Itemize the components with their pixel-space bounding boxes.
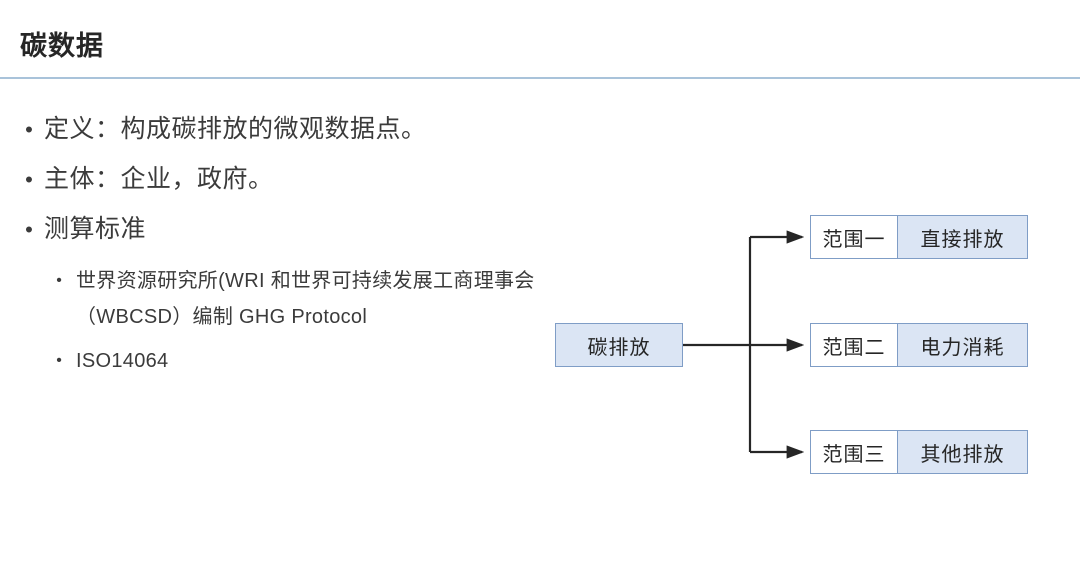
list-item-label: 测算标准 [44, 215, 147, 243]
diagram-node-source-label: 碳排放 [556, 324, 682, 366]
sub-list-item: • 世界资源研究所(WRI 和世界可持续发展工商理事会（WBCSD）编制 GHG… [42, 263, 634, 335]
scope-2-name: 范围二 [811, 324, 898, 366]
scope-1-name: 范围一 [811, 216, 898, 258]
list-item: • 主体：企业，政府。 [14, 163, 634, 196]
title-divider [0, 77, 1080, 79]
content-list: • 定义：构成碳排放的微观数据点。 • 主体：企业，政府。 • 测算标准 • 世… [14, 113, 634, 387]
bullet-marker-icon: • [25, 167, 33, 192]
scope-1-value: 直接排放 [898, 216, 1027, 258]
list-item-label: 定义：构成碳排放的微观数据点。 [44, 115, 427, 143]
carbon-emission-diagram: 碳排放 范围一 直接排放 范围二 电力消耗 范围三 其他排放 [540, 195, 1060, 495]
scope-2-value: 电力消耗 [898, 324, 1027, 366]
bullet-marker-icon: • [56, 352, 62, 369]
bullet-marker-icon: • [25, 117, 33, 142]
sub-list-item-label: 世界资源研究所(WRI 和世界可持续发展工商理事会（WBCSD）编制 GHG P… [76, 270, 535, 328]
bullet-marker-icon: • [25, 217, 33, 242]
page-title: 碳数据 [20, 31, 104, 61]
diagram-node-scope-3[interactable]: 范围三 其他排放 [810, 430, 1028, 474]
sub-list: • 世界资源研究所(WRI 和世界可持续发展工商理事会（WBCSD）编制 GHG… [42, 263, 634, 379]
list-item-label: 主体：企业，政府。 [44, 165, 274, 193]
sub-list-item-label: ISO14064 [76, 350, 169, 372]
diagram-node-scope-1[interactable]: 范围一 直接排放 [810, 215, 1028, 259]
list-item: • 定义：构成碳排放的微观数据点。 [14, 113, 634, 146]
diagram-node-scope-2[interactable]: 范围二 电力消耗 [810, 323, 1028, 367]
diagram-node-source[interactable]: 碳排放 [555, 323, 683, 367]
list-item: • 测算标准 [14, 213, 634, 246]
sub-list-item: • ISO14064 [42, 343, 634, 379]
scope-3-name: 范围三 [811, 431, 898, 473]
scope-3-value: 其他排放 [898, 431, 1027, 473]
bullet-marker-icon: • [56, 272, 62, 289]
diagram-connectors [683, 230, 805, 459]
